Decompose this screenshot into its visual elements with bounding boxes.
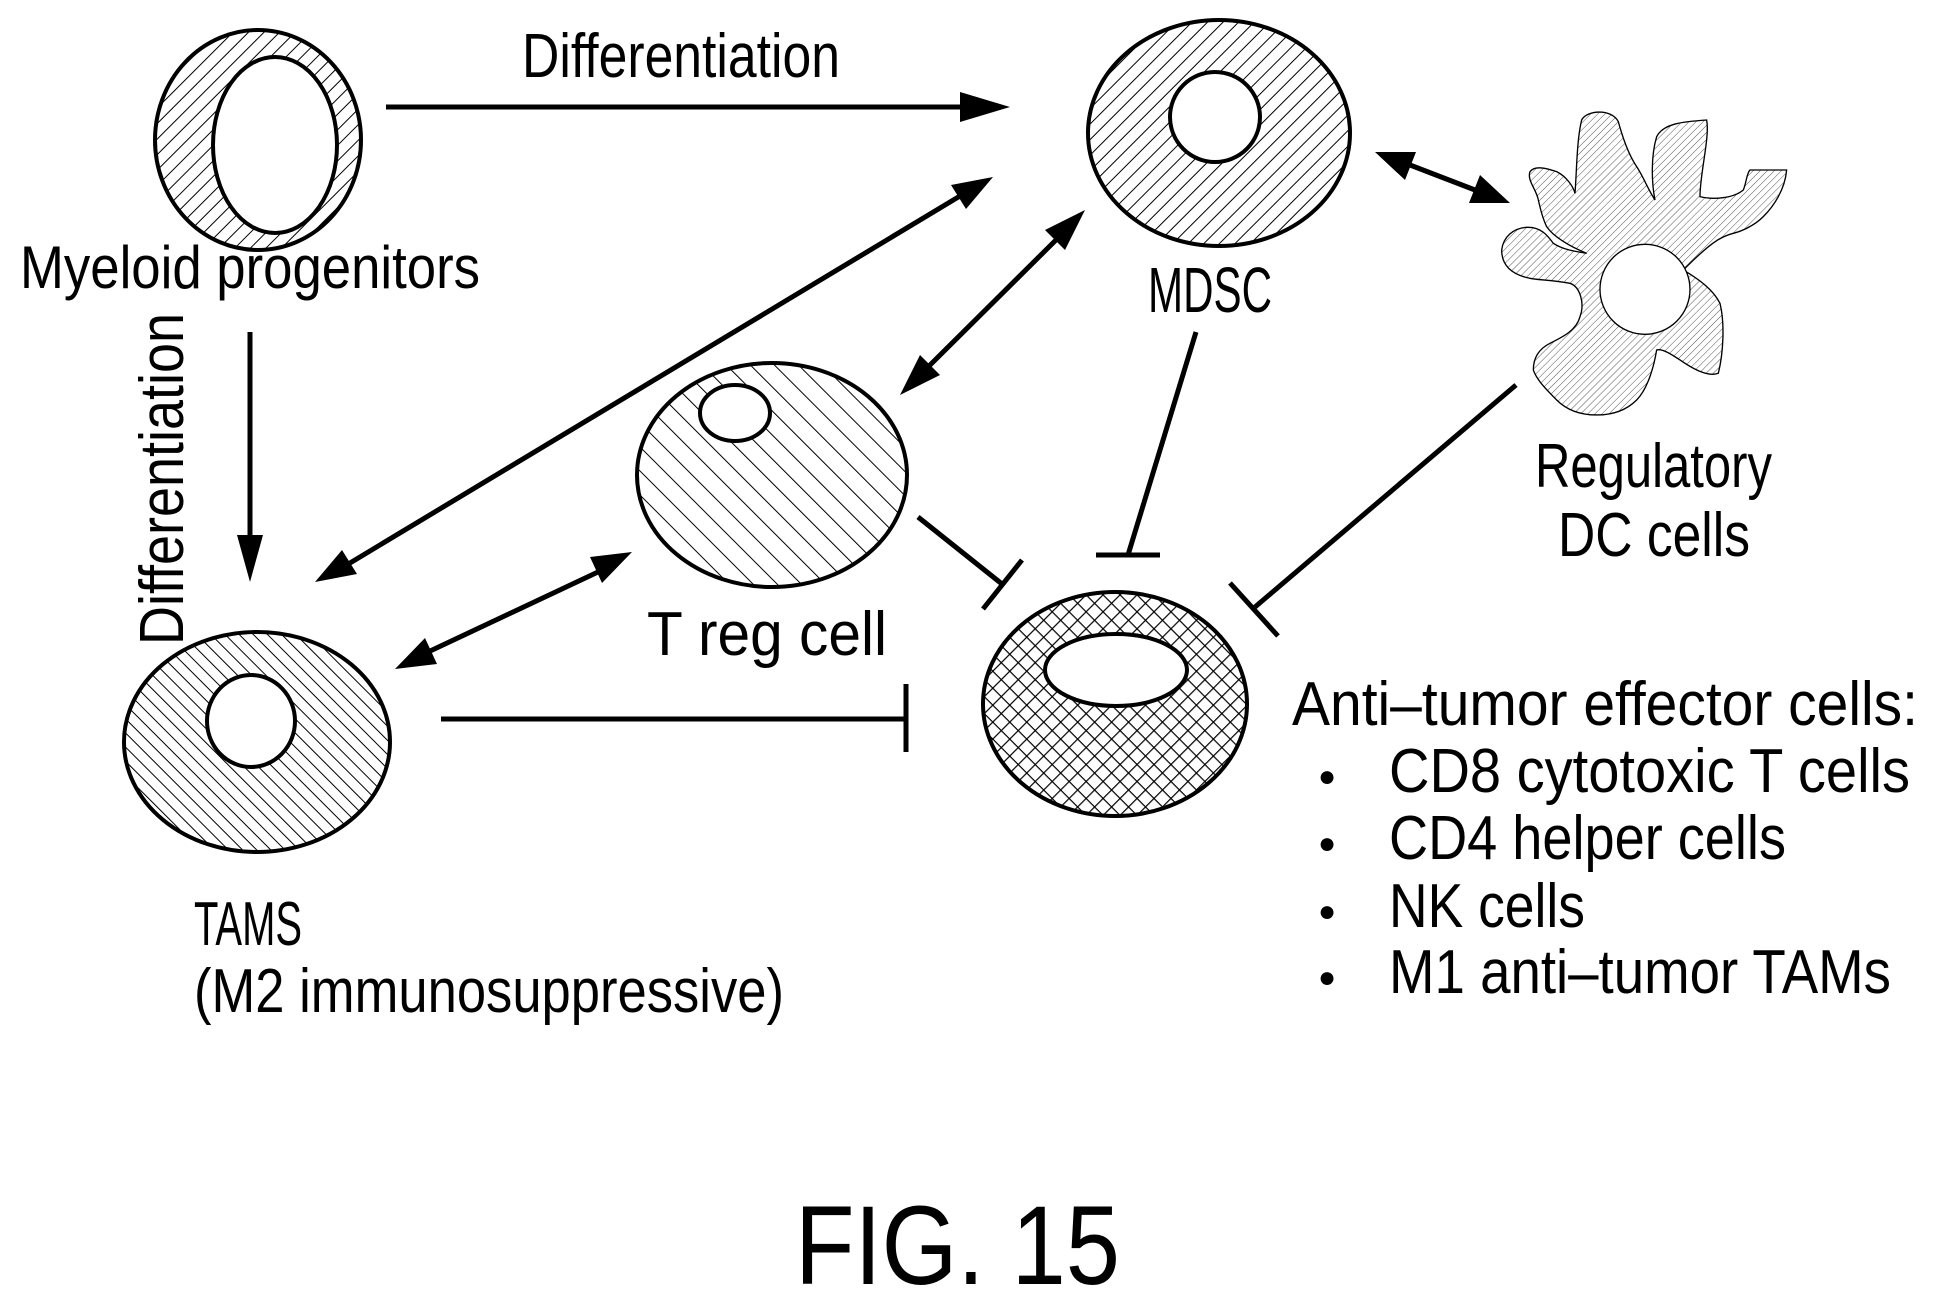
anti-tumor-effector-cell: [983, 592, 1247, 816]
mdsc-label: MDSC: [1148, 254, 1272, 326]
mdsc-cell: [1088, 20, 1350, 246]
dc-inhibits-effector: [1230, 385, 1516, 636]
differentiation-label-vertical: Differentiation: [128, 313, 197, 645]
differentiation-arrow-to-tams: [237, 332, 263, 582]
treg-cell: [637, 363, 907, 587]
regulatory-dc-cell: [1502, 112, 1787, 415]
treg-cell-nucleus: [700, 385, 770, 441]
bullet-icon: ●: [1318, 961, 1336, 994]
regulatory-dc-label-line1: Regulatory: [1535, 432, 1772, 501]
bullet-icon: ●: [1318, 760, 1336, 793]
myeloid-progenitor-cell: [155, 30, 361, 250]
mdsc-inhibits-effector: [1096, 332, 1196, 555]
mdsc-dc-bidirectional-arrow: [1375, 152, 1510, 203]
treg-tams-bidirectional-arrow: [395, 552, 632, 669]
dc-cell-nucleus: [1600, 244, 1690, 334]
tams-label-line1: TAMS: [194, 890, 302, 959]
treg-cell-body: [637, 363, 907, 587]
mdsc-treg-bidirectional-arrow: [900, 210, 1085, 395]
tams-label-line2: (M2 immunosuppressive): [194, 957, 784, 1026]
regulatory-dc-label-line2: DC cells: [1558, 501, 1750, 570]
treg-inhibits-effector: [918, 517, 1022, 609]
tams-inhibits-effector: [441, 684, 906, 752]
effector-cell-nucleus: [1045, 634, 1187, 706]
effector-list-item: M1 anti–tumor TAMs: [1389, 938, 1891, 1007]
differentiation-label-horizontal: Differentiation: [522, 22, 840, 91]
bullet-icon: ●: [1318, 895, 1336, 928]
effector-list-item: CD8 cytotoxic T cells: [1389, 737, 1910, 806]
treg-label: T reg cell: [647, 600, 887, 669]
tams-cell: [124, 632, 390, 852]
effector-list-item: CD4 helper cells: [1389, 804, 1786, 873]
differentiation-arrow-to-mdsc: [386, 92, 1010, 122]
effector-list-heading: Anti–tumor effector cells:: [1292, 670, 1918, 739]
effector-list-item: NK cells: [1389, 872, 1585, 941]
myeloid-progenitors-label: Myeloid progenitors: [20, 234, 480, 301]
mdsc-cell-nucleus: [1170, 72, 1260, 162]
myeloid-cell-nucleus: [213, 57, 337, 233]
effector-cells-list: Anti–tumor effector cells: ● CD8 cytotox…: [1292, 670, 1918, 1007]
figure-caption: FIG. 15: [795, 1183, 1120, 1289]
bullet-icon: ●: [1318, 827, 1336, 860]
tams-cell-nucleus: [207, 675, 295, 767]
